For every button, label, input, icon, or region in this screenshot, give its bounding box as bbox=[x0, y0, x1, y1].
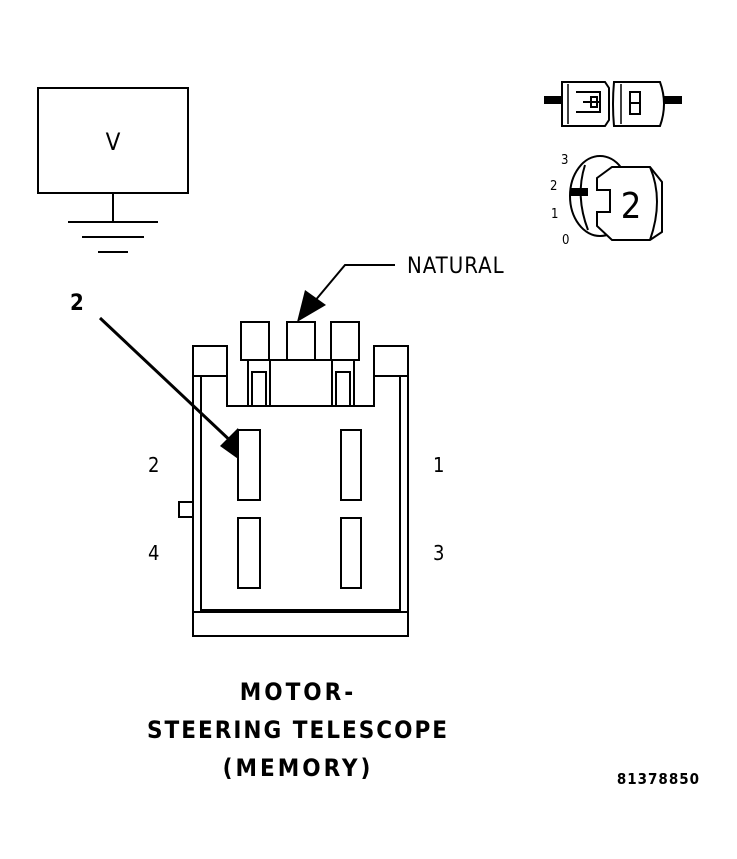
natural-arrowhead bbox=[297, 290, 326, 322]
item-number-label: 2 bbox=[70, 291, 84, 316]
pin-label-1: 1 bbox=[433, 453, 444, 477]
natural-callout: NATURAL bbox=[297, 254, 505, 322]
pin-label-4: 4 bbox=[148, 541, 159, 565]
voltmeter-symbol: V bbox=[37, 87, 189, 253]
pin-label-2: 2 bbox=[148, 453, 159, 477]
key-position-2: 2 bbox=[550, 179, 557, 194]
item-2-callout: 2 bbox=[70, 291, 248, 466]
pin-label-3: 3 bbox=[433, 541, 444, 565]
natural-label: NATURAL bbox=[407, 254, 505, 279]
caption-line-1: MOTOR- bbox=[240, 678, 357, 706]
key-position-3: 3 bbox=[561, 153, 568, 168]
caption-line-3: (MEMORY) bbox=[223, 754, 374, 782]
cavity-4 bbox=[237, 517, 261, 589]
caption-line-2: STEERING TELESCOPE bbox=[147, 716, 449, 744]
key-icon: 2 3 2 1 0 bbox=[550, 153, 663, 248]
key-position-0: 0 bbox=[562, 233, 569, 248]
ground-icon bbox=[68, 221, 158, 253]
connector-body bbox=[178, 321, 409, 637]
voltmeter-box bbox=[37, 87, 189, 194]
caption: MOTOR- STEERING TELESCOPE (MEMORY) bbox=[147, 678, 449, 782]
key-position-1: 1 bbox=[551, 207, 558, 222]
key-number: 2 bbox=[621, 186, 642, 227]
voltmeter-label: V bbox=[106, 128, 121, 156]
figure-id: 81378850 bbox=[617, 770, 700, 788]
cavity-3 bbox=[340, 517, 362, 589]
cavity-1 bbox=[340, 429, 362, 501]
connector-icon bbox=[544, 81, 682, 127]
cavity-2 bbox=[237, 429, 261, 501]
